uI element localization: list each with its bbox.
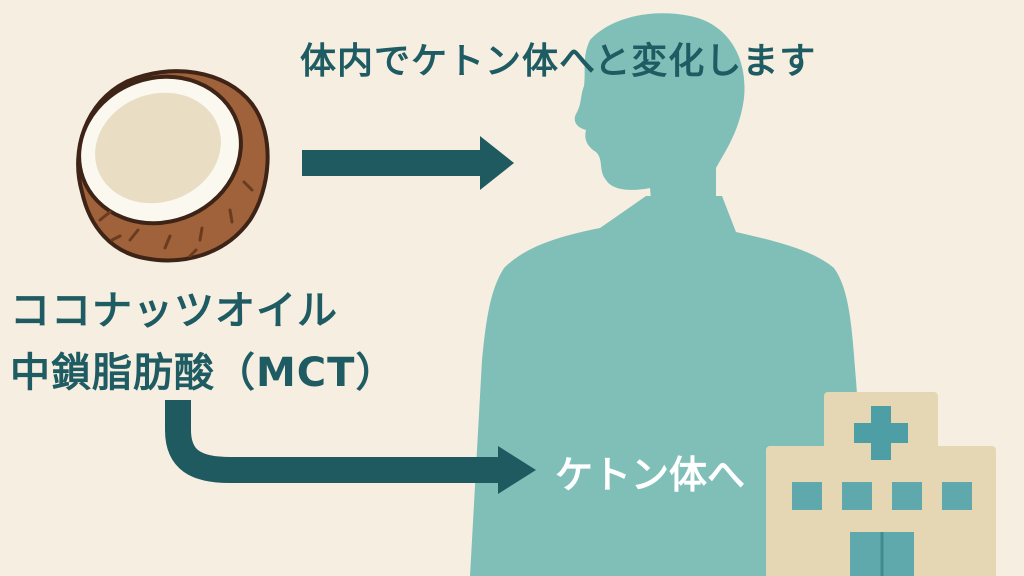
ketone-body-label: ケトン体へ: [555, 453, 746, 497]
mct-label: 中鎖脂肪酸（MCT）: [10, 350, 397, 396]
coconut-oil-label: ココナッツオイル: [10, 288, 338, 334]
coconut-icon: [76, 69, 270, 263]
curved-arrow-icon: [165, 400, 536, 494]
hospital-icon: [766, 392, 996, 576]
arrow-right-icon: [302, 136, 514, 190]
page-title: 体内でケトン体へと変化します: [300, 41, 817, 82]
